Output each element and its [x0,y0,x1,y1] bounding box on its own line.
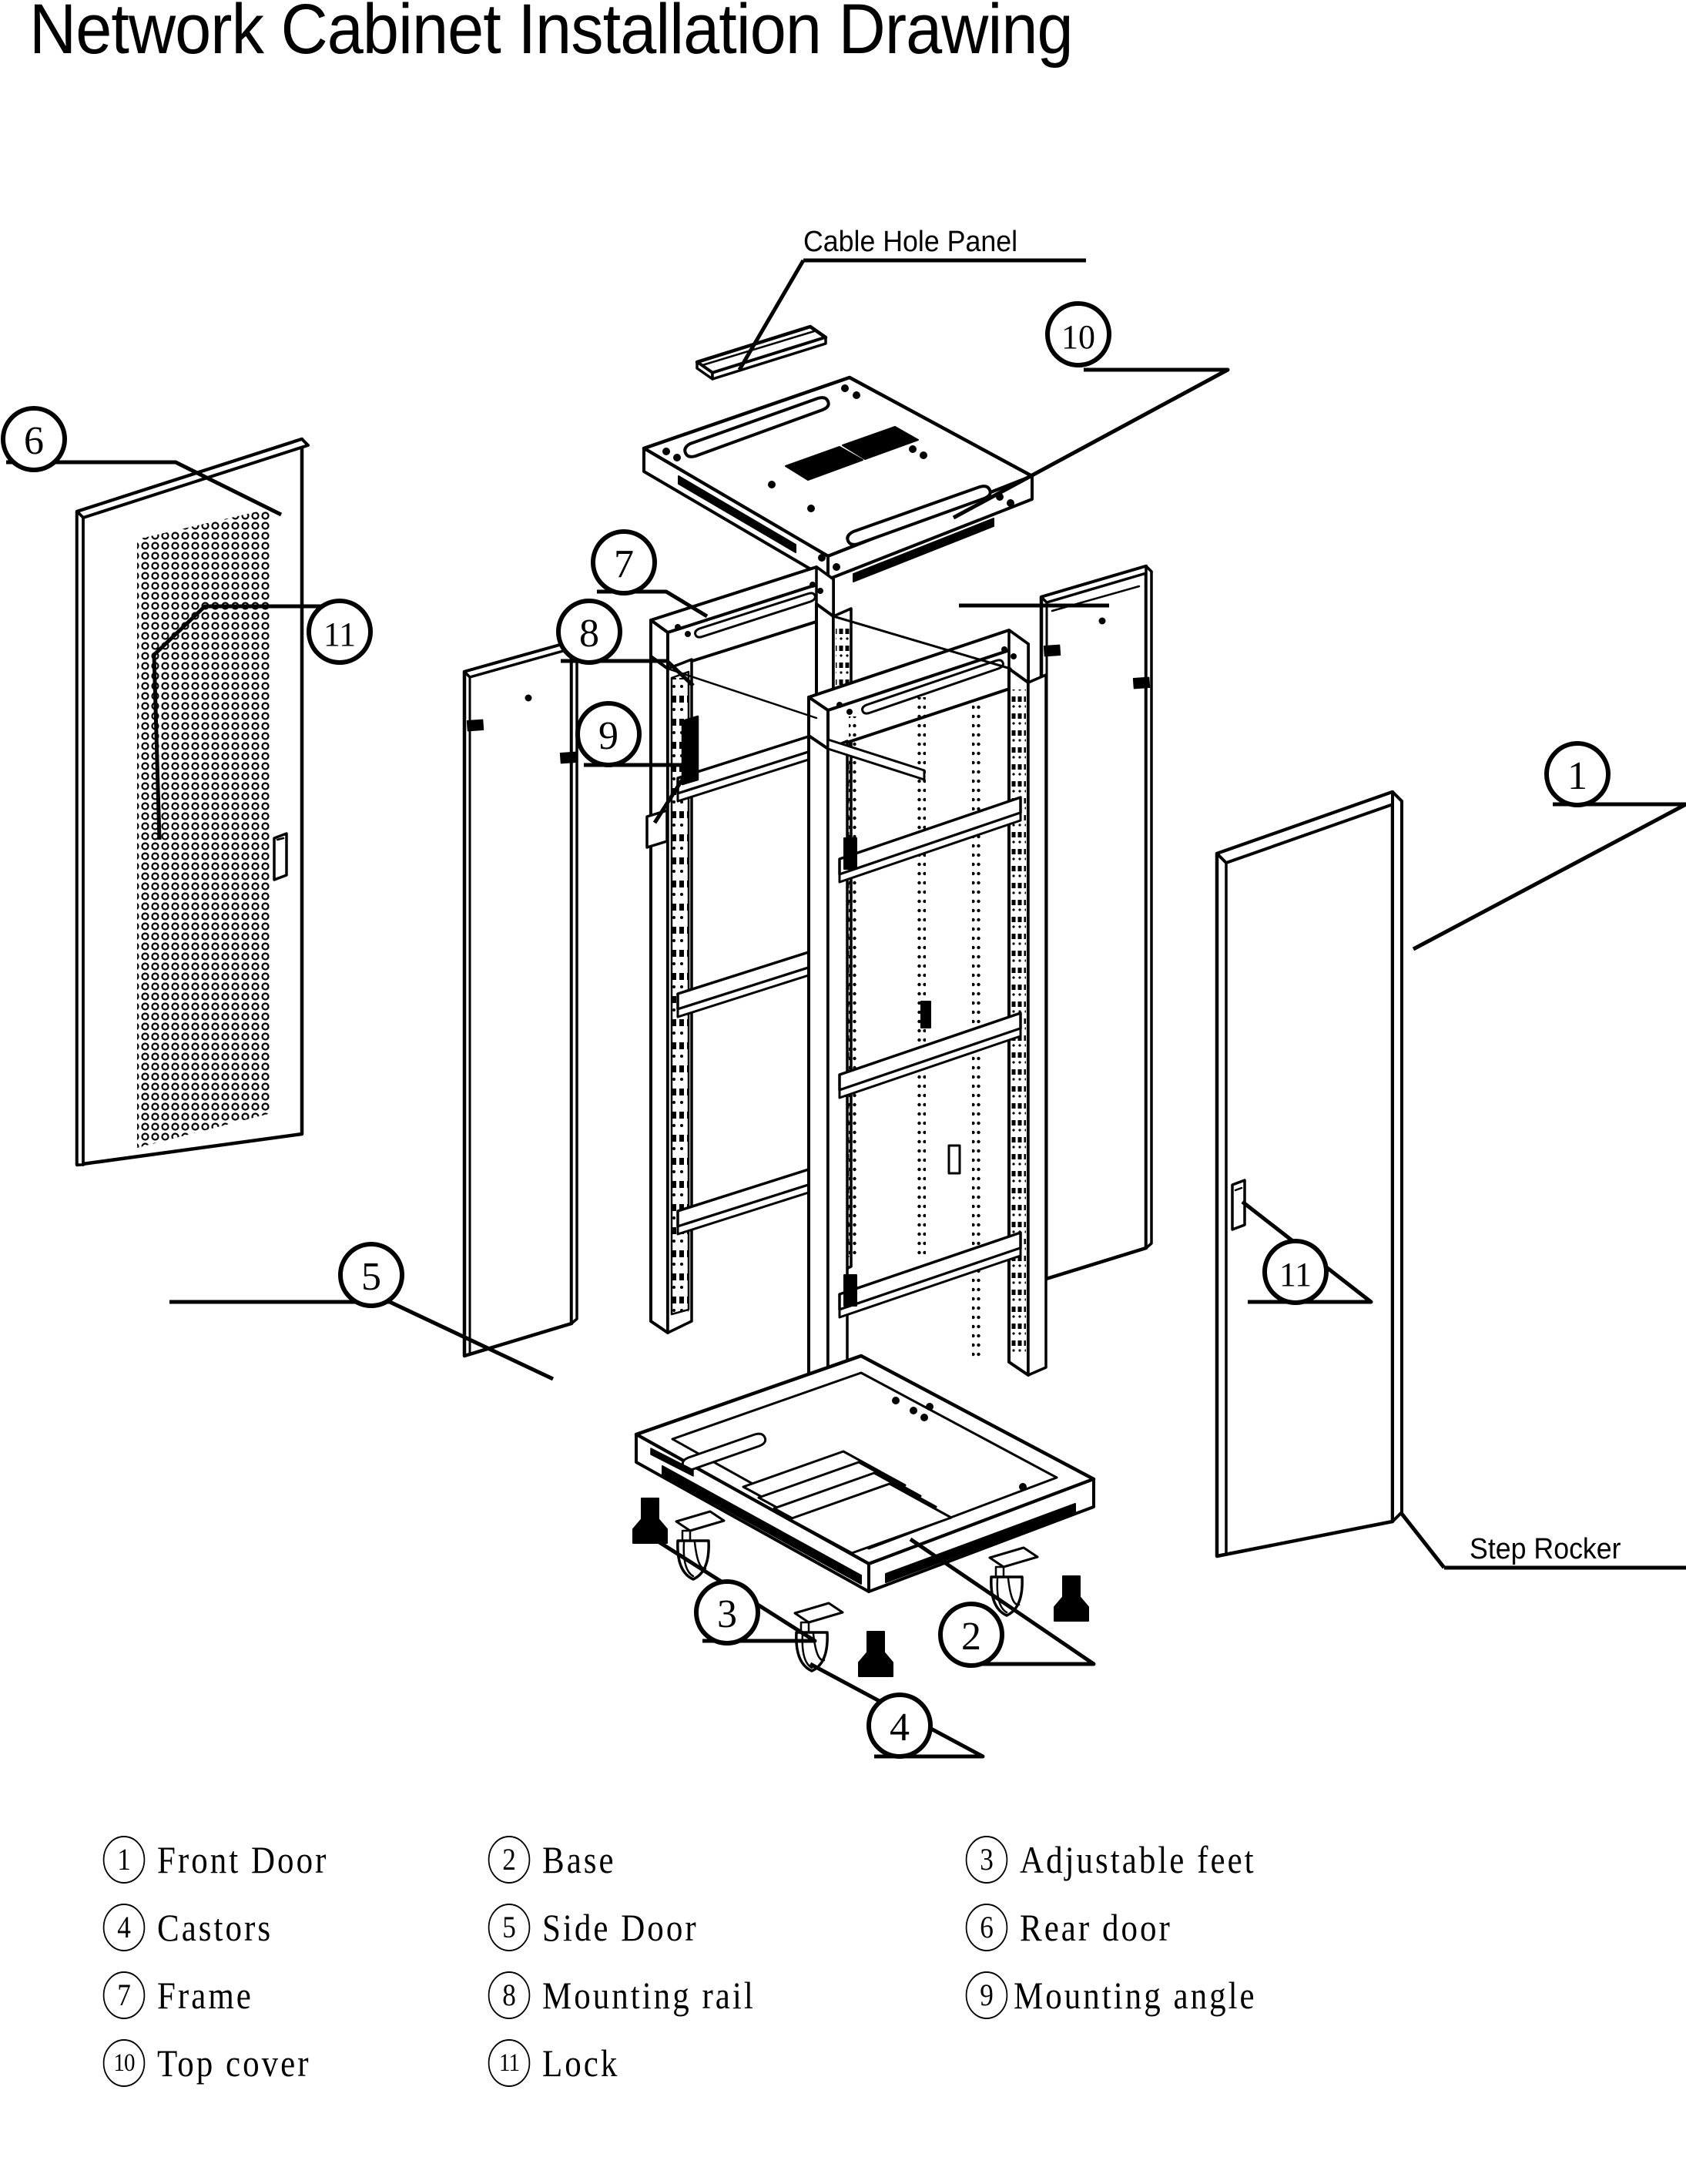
callout-circle-11-rear [307,599,373,665]
lock-handle-rear [273,832,288,881]
legend-item-mounting-angle: 9 Mounting angle [963,1971,1502,2019]
callout-circle-1 [1544,741,1611,807]
callout-circle-4 [866,1693,933,1759]
callout-circle-10 [1045,301,1111,367]
front-door-part [1215,790,1403,1558]
legend-label: Mounting rail [542,1974,756,2017]
legend-item-mounting-rail: 8 Mounting rail [485,1971,963,2019]
leader-line-step-rocker [1400,1512,1446,1569]
base-part [634,1354,1096,1593]
callout-circle-3 [694,1579,760,1646]
callout-number-5: 5 [361,1255,381,1299]
legend-number: 10 [102,2039,146,2087]
legend-item-top-cover: 10 Top cover [100,2039,485,2087]
callout-number-6: 6 [24,419,44,463]
frame-assembly-part [645,565,1047,1450]
legend-item-castors: 4 Castors [100,1904,485,1951]
legend-item-base: 2 Base [485,1836,963,1884]
legend-label: Frame [157,1974,253,2017]
legend-item-frame: 7 Frame [100,1971,485,2019]
legend-number: 11 [488,2039,531,2087]
callout-number-11-front: 11 [1279,1256,1312,1293]
legend-item-adjustable-feet: 3 Adjustable feet [963,1836,1502,1884]
legend-label: Front Door [157,1838,329,1881]
legend-number: 1 [102,1836,146,1884]
legend-number: 3 [965,1836,1008,1884]
legend-label: Lock [542,2041,620,2085]
callout-number-2: 2 [961,1615,981,1659]
callout-number-10: 10 [1061,318,1095,356]
legend-item-rear-door: 6 Rear door [963,1904,1502,1951]
callout-number-8: 8 [579,612,599,656]
callout-circle-6 [1,406,67,472]
legend-number: 2 [488,1836,531,1884]
legend-number: 9 [965,1971,1008,2019]
top-cover-part [642,375,1034,582]
legend-label: Rear door [1020,1906,1172,1949]
legend-item-lock: 11 Lock [485,2039,963,2087]
callout-circle-9 [575,701,642,767]
legend-label: Castors [157,1906,273,1949]
lock-handle-front [1231,1179,1246,1231]
callout-number-7: 7 [614,542,634,586]
castor [793,1602,844,1672]
legend-row: 7 Frame 8 Mounting rail 9 Mounting angle [100,1961,1610,2029]
legend-label: Side Door [542,1906,699,1949]
castors-group [675,1510,1039,1672]
legend-number: 4 [102,1904,146,1951]
adjustable-foot [858,1631,893,1677]
legend-label: Base [542,1838,616,1881]
legend-number: 8 [488,1971,531,2019]
adjustable-foot [1054,1575,1089,1622]
side-door-right-part [1039,564,1153,1283]
callout-number-11-rear: 11 [323,616,356,653]
callout-number-1: 1 [1567,754,1587,798]
legend-label: Top cover [157,2041,311,2085]
legend-item-side-door: 5 Side Door [485,1904,963,1951]
adjustable-feet-group [632,1498,1089,1677]
label-step-rocker: Step Rocker [1470,1533,1621,1565]
legend-item-front-door: 1 Front Door [100,1836,485,1884]
page-title: Network Cabinet Installation Drawing [29,0,1074,69]
legend-number: 6 [965,1904,1008,1951]
callout-number-3: 3 [717,1592,737,1636]
callout-circles [1,301,1611,1759]
legend-label: Mounting angle [1014,1974,1257,2017]
callout-number-4: 4 [890,1706,910,1750]
legend-label: Adjustable feet [1020,1838,1256,1881]
callout-circle-8 [556,599,622,665]
callout-circle-2 [938,1602,1004,1668]
legend-number: 5 [488,1904,531,1951]
castor [988,1546,1039,1617]
label-cable-hole-panel: Cable Hole Panel [803,226,1018,258]
callout-circle-7 [591,529,657,595]
legend-number: 7 [102,1971,146,2019]
side-door-left-part [462,639,578,1358]
callout-number-9: 9 [598,714,618,758]
callout-circle-5 [338,1242,404,1308]
legend-row: 4 Castors 5 Side Door 6 Rear door [100,1894,1610,1961]
callout-circle-11-front [1262,1239,1329,1305]
adjustable-foot [632,1498,668,1544]
legend-row: 10 Top cover 11 Lock [100,2029,1610,2097]
rear-door-part [75,437,310,1167]
legend-row: 1 Front Door 2 Base 3 Adjustable feet [100,1826,1610,1894]
leader-line-cable-hole-panel [737,259,806,371]
parts-legend: 1 Front Door 2 Base 3 Adjustable feet 4 … [100,1826,1610,2097]
